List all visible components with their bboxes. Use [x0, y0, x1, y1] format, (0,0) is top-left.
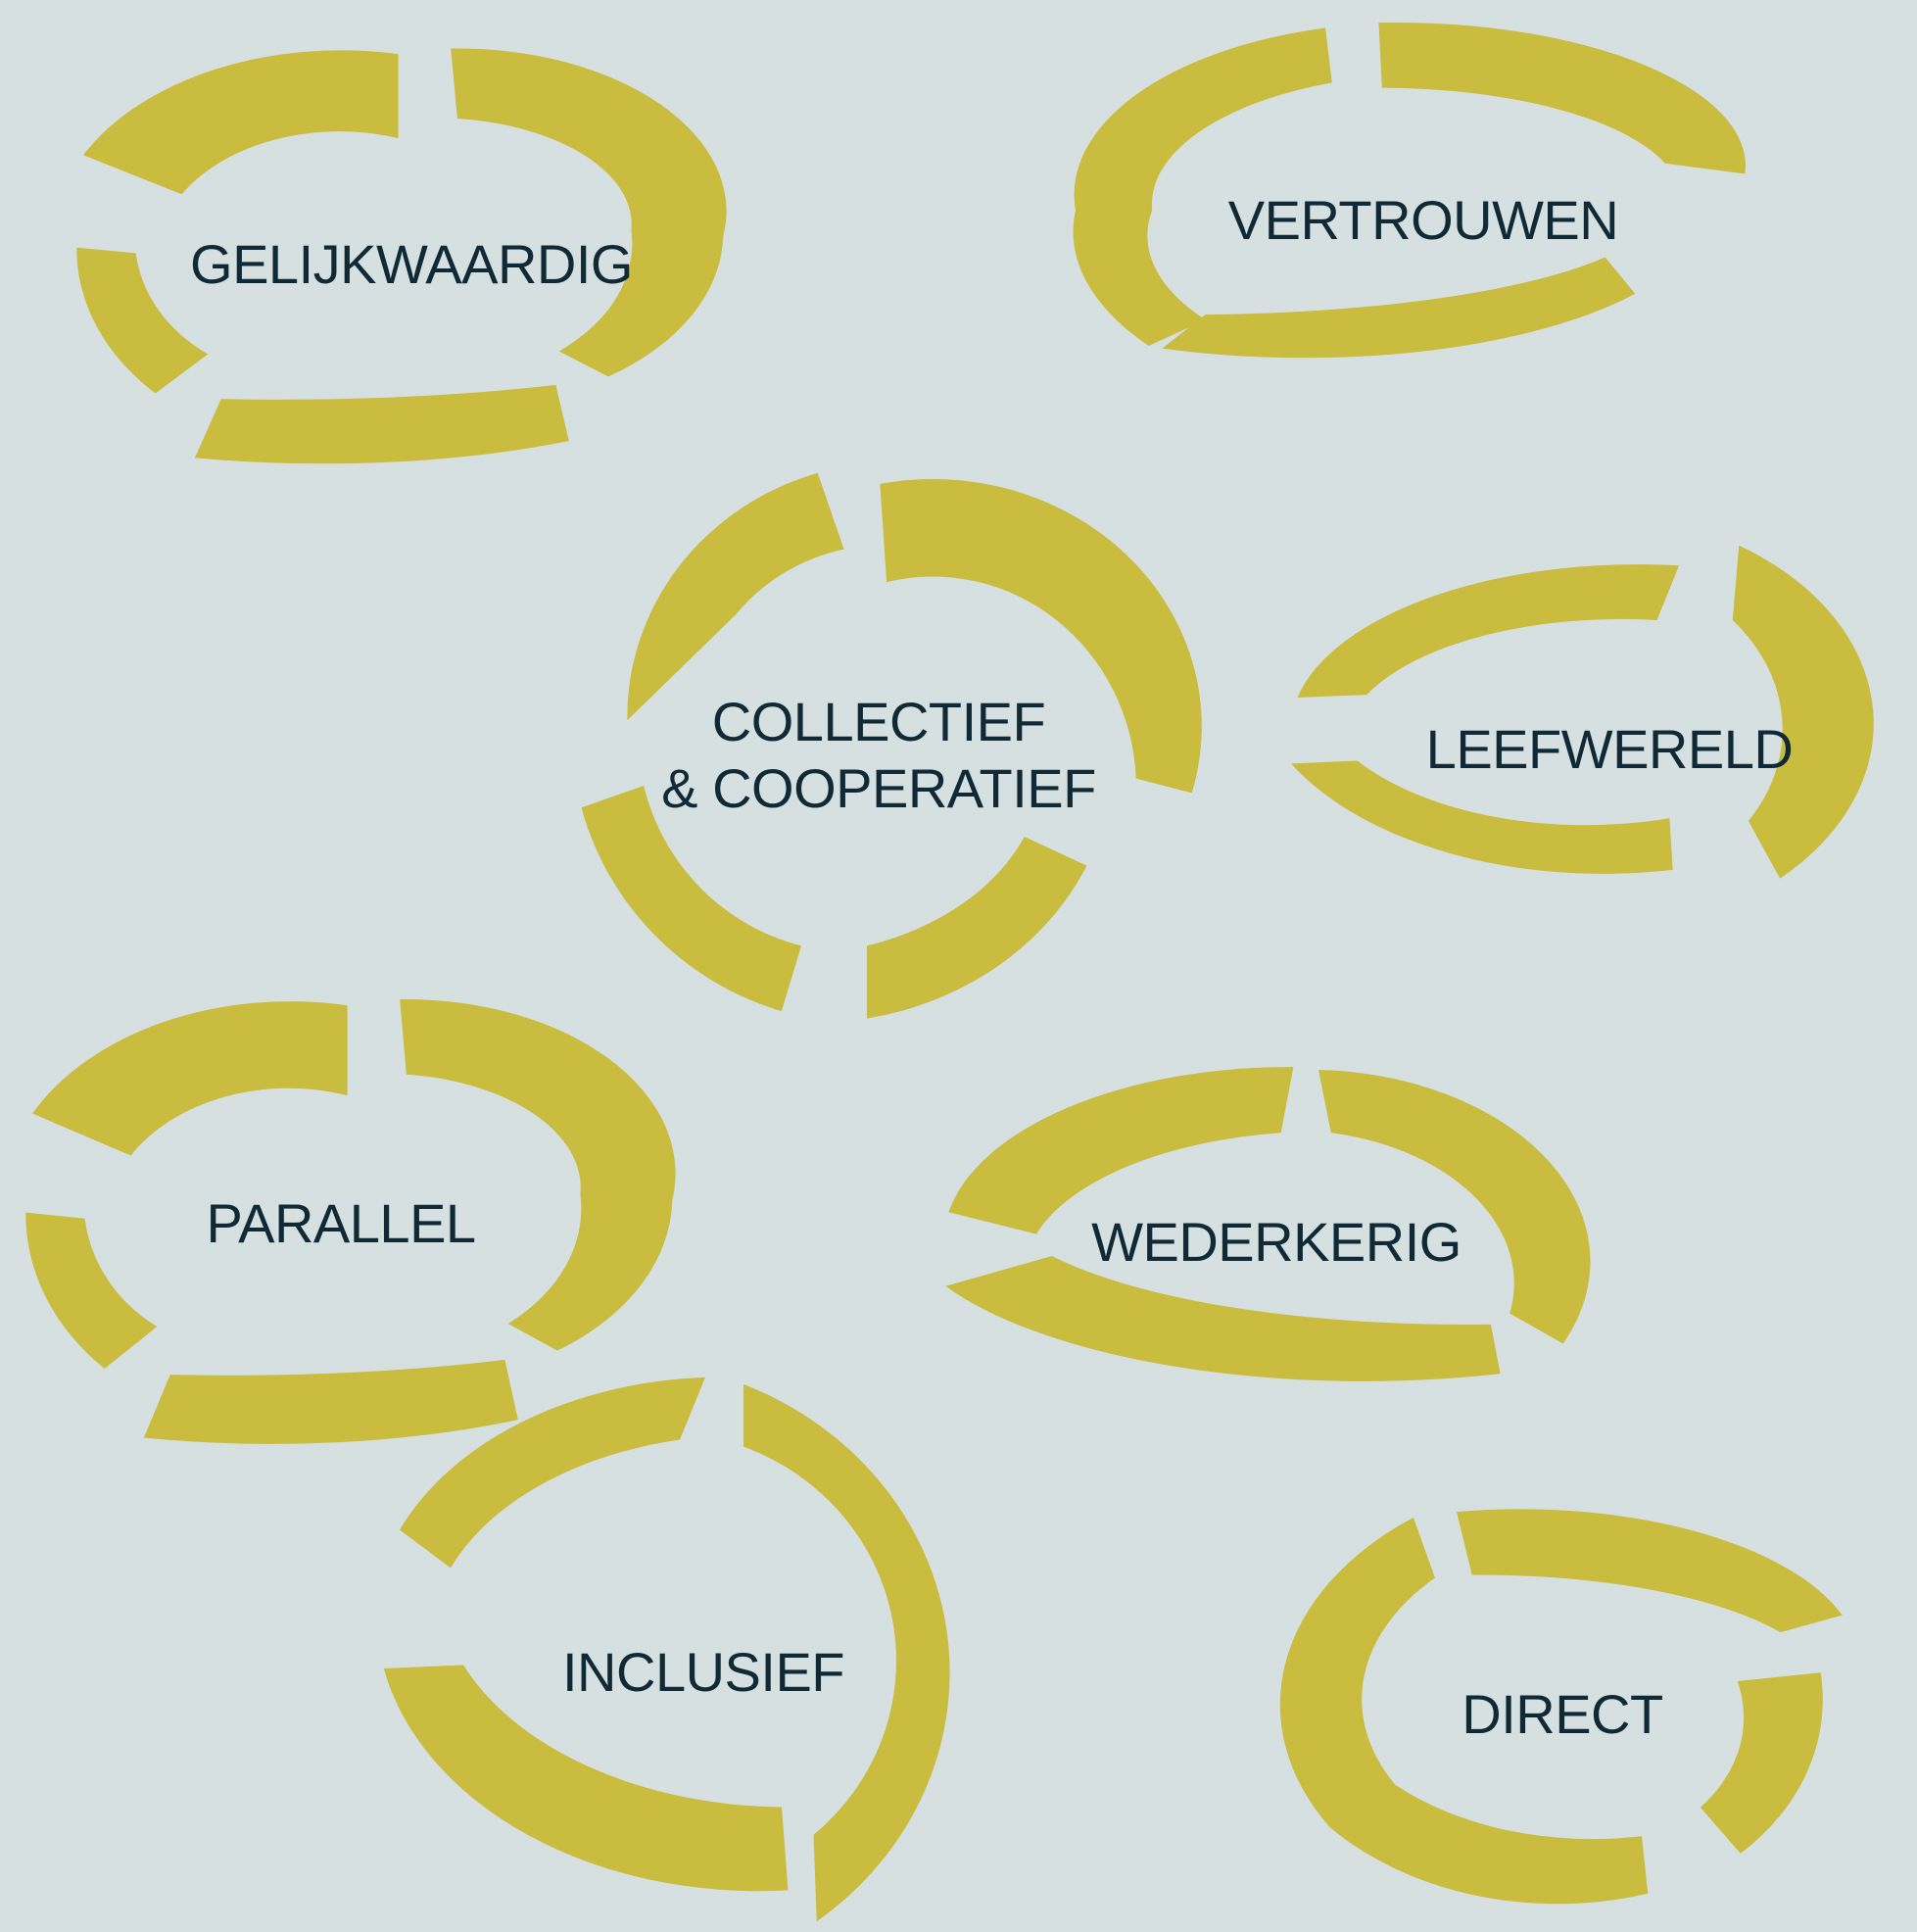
ring-wederkerig: WEDERKERIG — [945, 1067, 1591, 1381]
ring-arc — [1291, 760, 1673, 874]
ring-arc — [1318, 1069, 1591, 1344]
ring-arc — [880, 478, 1202, 794]
ring-arc — [83, 50, 399, 195]
label-vertrouwen: VERTROUWEN — [1228, 189, 1618, 251]
ring-vertrouwen: VERTROUWEN — [1073, 22, 1746, 359]
ring-arc — [581, 785, 801, 1012]
ring-arc — [1073, 27, 1332, 346]
label-gelijkwaardig: GELIJKWAARDIG — [190, 233, 633, 295]
ring-arc — [1732, 545, 1874, 879]
ring-parallel: PARALLEL — [25, 999, 676, 1444]
ring-arc — [194, 384, 569, 464]
label-collectief: COLLECTIEF — [712, 691, 1045, 752]
ring-arc — [1297, 564, 1680, 699]
ring-arc — [400, 999, 676, 1351]
ring-inclusief: INCLUSIEF — [383, 1377, 950, 1922]
ring-arc — [743, 1383, 950, 1922]
label-cooperatief: & COOPERATIEF — [661, 757, 1096, 819]
ring-gelijkwaardig: GELIJKWAARDIG — [76, 48, 727, 464]
ring-arc — [32, 1001, 348, 1156]
ring-leefwereld: LEEFWERELD — [1291, 545, 1874, 879]
label-inclusief: INCLUSIEF — [562, 1641, 844, 1703]
ring-arc — [143, 1359, 518, 1444]
ring-arc — [25, 1212, 158, 1370]
ring-arc — [400, 1377, 705, 1569]
label-direct: DIRECT — [1462, 1683, 1662, 1745]
ring-arc — [945, 1255, 1501, 1381]
label-leefwereld: LEEFWERELD — [1426, 718, 1794, 780]
ring-arc — [451, 48, 727, 377]
ring-arc — [76, 247, 209, 394]
ring-arc — [1162, 257, 1636, 359]
ring-arc — [1378, 22, 1746, 174]
ring-arc — [627, 472, 844, 721]
label-wederkerig: WEDERKERIG — [1091, 1211, 1462, 1273]
ring-arc — [383, 1665, 789, 1892]
ring-collectief-cooperatief: COLLECTIEF & COOPERATIEF — [581, 472, 1202, 1019]
ring-direct: DIRECT — [1279, 1509, 1843, 1905]
ring-arc — [1457, 1509, 1843, 1633]
ring-arc — [948, 1067, 1294, 1234]
ring-arc — [1700, 1672, 1823, 1854]
ring-arc — [1279, 1518, 1649, 1905]
ring-arc — [867, 836, 1087, 1019]
label-parallel: PARALLEL — [206, 1192, 475, 1254]
